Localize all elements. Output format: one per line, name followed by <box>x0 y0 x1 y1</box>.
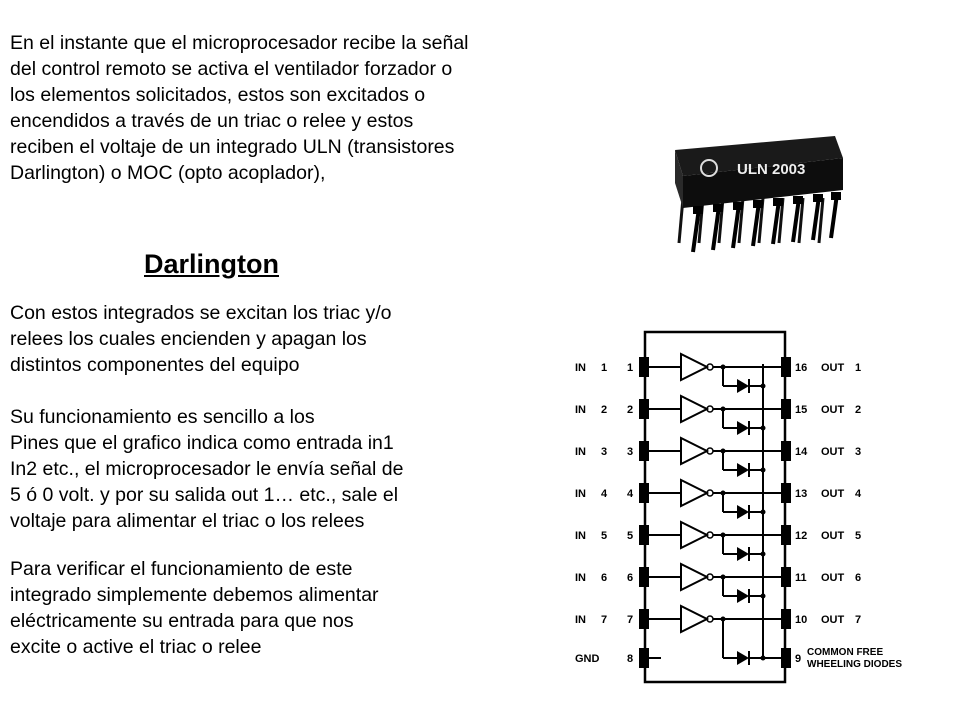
input-num: 4 <box>601 488 608 500</box>
funcionamiento-line: Su funcionamiento es sencillo a los <box>10 406 315 428</box>
pin-num: 5 <box>627 530 633 542</box>
funcionamiento-paragraph: Su funcionamiento es sencillo a los Pine… <box>10 404 403 534</box>
common-label: COMMON FREE <box>807 647 883 658</box>
input-num: 6 <box>601 572 607 584</box>
input-num: 5 <box>601 530 607 542</box>
output-num: 6 <box>855 572 861 584</box>
input-label: IN <box>575 362 586 374</box>
input-num: 1 <box>601 362 607 374</box>
pin-num: 8 <box>627 653 633 665</box>
pin-num: 11 <box>795 572 807 584</box>
gnd-common-row <box>639 648 791 668</box>
wheeling-label: WHEELING DIODES <box>807 659 902 670</box>
pin-num: 1 <box>627 362 633 374</box>
pin-num: 10 <box>795 614 807 626</box>
channel-3 <box>639 436 791 477</box>
channel-4 <box>639 478 791 519</box>
output-label: OUT <box>821 572 845 584</box>
pin-num: 6 <box>627 572 633 584</box>
input-label: IN <box>575 530 586 542</box>
output-label: OUT <box>821 446 845 458</box>
input-label: IN <box>575 614 586 626</box>
input-label: IN <box>575 572 586 584</box>
pin-num: 4 <box>627 488 634 500</box>
channel-5 <box>639 520 791 561</box>
channel-6 <box>639 562 791 603</box>
ic-outline <box>643 330 787 684</box>
funcionamiento-line: 5 ó 0 volt. y por su salida out 1… etc.,… <box>10 484 399 506</box>
section-heading: Darlington <box>144 249 279 279</box>
verificar-line: Para verificar el funcionamiento de este <box>10 558 353 580</box>
funcionamiento-line: In2 etc., el microprocesador le envía se… <box>10 458 404 480</box>
channel-1 <box>639 352 791 393</box>
intro-line: del control remoto se activa el ventilad… <box>10 58 453 80</box>
pin-num: 15 <box>795 404 807 416</box>
output-label: OUT <box>821 362 845 374</box>
channel-7 <box>639 604 791 665</box>
funcionamiento-line: Pines que el grafico indica como entrada… <box>10 432 394 454</box>
verificar-line: excite o active el triac o relee <box>10 636 262 658</box>
output-label: OUT <box>821 404 845 416</box>
funcionamiento-line: voltaje para alimentar el triac o los re… <box>10 510 365 532</box>
pin-num: 16 <box>795 362 807 374</box>
input-num: 2 <box>601 404 607 416</box>
input-label: IN <box>575 404 586 416</box>
uln2003-chip-image: ULN 2003 <box>675 136 843 253</box>
input-num: 7 <box>601 614 607 626</box>
output-num: 3 <box>855 446 861 458</box>
excitan-line: relees los cuales encienden y apagan los <box>10 328 367 350</box>
intro-paragraph: En el instante que el microprocesador re… <box>10 30 469 186</box>
chip-label: ULN 2003 <box>737 161 805 178</box>
pin-num: 14 <box>795 446 808 458</box>
channel-2 <box>639 394 791 435</box>
output-label: OUT <box>821 488 845 500</box>
input-num: 3 <box>601 446 607 458</box>
intro-line: reciben el voltaje de un integrado ULN (… <box>10 136 455 158</box>
excitan-line: distintos componentes del equipo <box>10 354 300 376</box>
verificar-line: integrado simplemente debemos alimentar <box>10 584 379 606</box>
output-label: OUT <box>821 614 845 626</box>
pin-num: 13 <box>795 488 807 500</box>
output-num: 2 <box>855 404 861 416</box>
pin-num: 12 <box>795 530 807 542</box>
output-num: 5 <box>855 530 861 542</box>
intro-line: los elementos solicitados, estos son exc… <box>10 84 426 106</box>
output-num: 4 <box>855 488 862 500</box>
excitan-line: Con estos integrados se excitan los tria… <box>10 302 392 324</box>
intro-line: Darlington) o MOC (opto acoplador), <box>10 162 326 184</box>
gnd-label: GND <box>575 653 600 665</box>
pin-num: 2 <box>627 404 633 416</box>
verificar-paragraph: Para verificar el funcionamiento de este… <box>10 556 379 660</box>
output-num: 1 <box>855 362 861 374</box>
intro-line: encendidos a través de un triac o relee … <box>10 110 414 132</box>
input-label: IN <box>575 446 586 458</box>
input-label: IN <box>575 488 586 500</box>
pin-num: 7 <box>627 614 633 626</box>
pin-num: 3 <box>627 446 633 458</box>
excitan-paragraph: Con estos integrados se excitan los tria… <box>10 300 392 378</box>
uln2003-pinout-diagram: IN 1 1 IN 2 2 IN 3 3 IN 4 4 IN 5 5 IN 6 … <box>575 330 902 684</box>
output-label: OUT <box>821 530 845 542</box>
pin-num: 9 <box>795 653 801 665</box>
verificar-line: eléctricamente su entrada para que nos <box>10 610 354 632</box>
intro-line: En el instante que el microprocesador re… <box>10 32 469 54</box>
output-num: 7 <box>855 614 861 626</box>
